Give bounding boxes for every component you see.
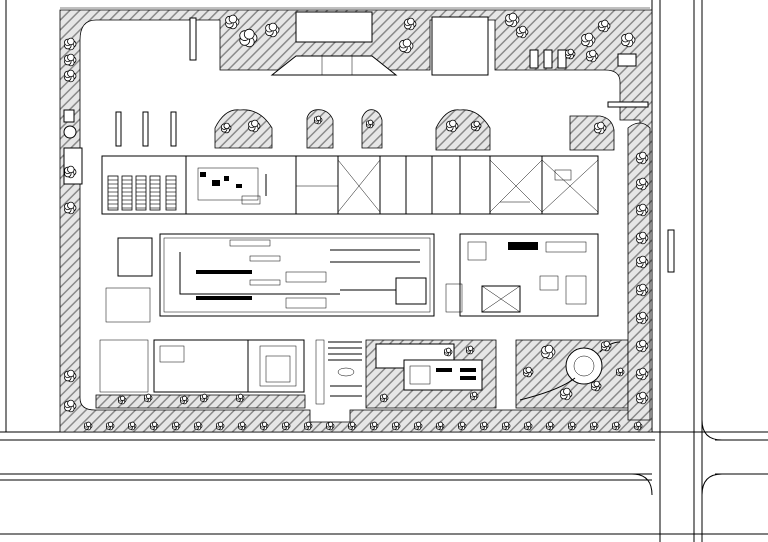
tree-icon (601, 340, 612, 352)
tree-icon (64, 369, 77, 383)
tree-icon (636, 177, 649, 191)
tree-icon (636, 367, 649, 381)
tree-icon (413, 421, 423, 431)
tree-icon (325, 421, 335, 431)
tree-icon (636, 255, 649, 269)
tree-icon (591, 380, 602, 392)
tree-icon (64, 165, 77, 179)
gatehouse (431, 16, 489, 76)
tree-icon (149, 421, 159, 431)
sign-post (189, 17, 197, 61)
tree-icon (237, 421, 247, 431)
tree-icon (313, 115, 323, 125)
production-hall (159, 233, 435, 317)
tree-icon (633, 421, 643, 431)
tree-icon (127, 421, 137, 431)
tree-icon (117, 395, 127, 405)
tree-icon (347, 421, 357, 431)
tree-icon (199, 393, 209, 403)
tree-icon (621, 32, 636, 48)
shelving-rack-icon (107, 175, 177, 211)
tree-icon (615, 367, 625, 377)
light-poles (115, 111, 177, 147)
tree-icon (64, 53, 77, 67)
tree-icon (567, 421, 577, 431)
tree-icon (560, 387, 573, 401)
tree-icon (636, 283, 649, 297)
main-workshop (101, 155, 599, 215)
tree-icon (457, 421, 467, 431)
tree-icon (64, 12, 649, 431)
tree-icon (523, 366, 534, 378)
tree-icon (523, 421, 533, 431)
road-sign (667, 229, 675, 273)
tree-icon (379, 393, 389, 403)
tree-icon (265, 22, 280, 38)
tree-icon (636, 311, 649, 325)
tree-icon (193, 421, 203, 431)
tree-icon (215, 421, 225, 431)
tree-icon (435, 421, 445, 431)
tree-icon (586, 49, 599, 63)
tree-icon (235, 393, 245, 403)
tree-icon (636, 151, 649, 165)
tree-icon (465, 345, 475, 355)
tree-icon (469, 391, 479, 401)
tree-icon (64, 201, 77, 215)
office-building (153, 339, 305, 393)
garden-plaza (519, 341, 621, 401)
tree-icon (545, 421, 555, 431)
tree-icon (446, 119, 459, 133)
tree-icon (179, 395, 189, 405)
tree-icon (471, 120, 482, 132)
tree-icon (589, 421, 599, 431)
tree-icon (443, 347, 453, 357)
tree-icon (225, 14, 240, 30)
tree-icon (636, 391, 649, 405)
tree-icon (64, 399, 77, 413)
canteen-building (375, 343, 483, 391)
tree-icon (365, 119, 375, 129)
tree-icon (636, 231, 649, 245)
tree-icon (64, 37, 77, 51)
barrier-gate (607, 101, 649, 108)
parking-stripes-center (315, 339, 362, 405)
entrance-canopy (270, 11, 398, 76)
tree-icon (281, 421, 291, 431)
tree-icon (565, 48, 576, 60)
tree-icon (303, 421, 313, 431)
tree-icon (581, 32, 596, 48)
tree-icon (105, 421, 115, 431)
tree-icon (239, 28, 258, 48)
tree-icon (259, 421, 269, 431)
tree-icon (248, 119, 261, 133)
tree-icon (171, 421, 181, 431)
storage-tank-icon (529, 49, 637, 69)
auxiliary-building (445, 233, 599, 317)
tree-icon (369, 421, 379, 431)
tree-icon (611, 421, 621, 431)
tree-icon (391, 421, 401, 431)
tree-icon (83, 421, 93, 431)
tree-icon (501, 421, 511, 431)
tree-icon (541, 344, 556, 360)
tree-icon (636, 339, 649, 353)
tree-icon (399, 38, 414, 54)
tree-icon (594, 121, 607, 135)
tree-icon (505, 12, 520, 28)
tree-icon (598, 19, 611, 33)
tree-icon (516, 25, 529, 39)
tree-icon (64, 69, 77, 83)
tree-icon (143, 393, 153, 403)
tree-icon (404, 17, 417, 31)
tree-icon (636, 203, 649, 217)
tree-icon (479, 421, 489, 431)
tree-icon (221, 122, 232, 134)
machinery-icon (197, 167, 267, 205)
parking-grid-left (99, 237, 153, 393)
